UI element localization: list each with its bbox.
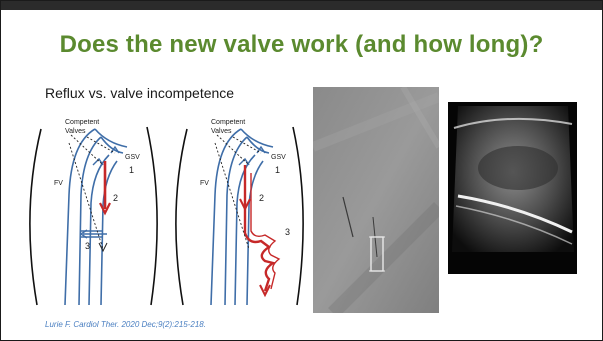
slide-subtitle: Reflux vs. valve incompetence: [45, 85, 234, 101]
right-fv-label: FV: [200, 180, 209, 187]
vein-diagram: Competent Valves FV GSV 1 2 3: [19, 113, 309, 308]
right-num-1: 1: [275, 165, 280, 175]
top-bar: [1, 1, 602, 10]
diagram-right-panel: Competent Valves FV GSV 1 2 3: [176, 119, 303, 305]
left-gsv-label: GSV: [125, 154, 140, 161]
citation: Lurie F. Cardiol Ther. 2020 Dec;9(2):215…: [45, 320, 206, 329]
left-valves-label: Valves: [65, 128, 86, 135]
left-num-3: 3: [85, 241, 90, 251]
ultrasound-image: [448, 102, 577, 274]
fluoroscopy-image: [313, 87, 439, 313]
right-valves-label: Valves: [211, 128, 232, 135]
left-num-2: 2: [113, 193, 118, 203]
left-fv-label: FV: [54, 180, 63, 187]
left-num-1: 1: [129, 165, 134, 175]
right-competent-label: Competent: [211, 119, 245, 126]
right-num-2: 2: [259, 193, 264, 203]
slide-title: Does the new valve work (and how long)?: [1, 31, 602, 59]
left-competent-label: Competent: [65, 119, 99, 126]
right-num-3: 3: [285, 227, 290, 237]
diagram-left-panel: Competent Valves FV GSV 1 2 3: [30, 119, 157, 305]
right-gsv-label: GSV: [271, 154, 286, 161]
